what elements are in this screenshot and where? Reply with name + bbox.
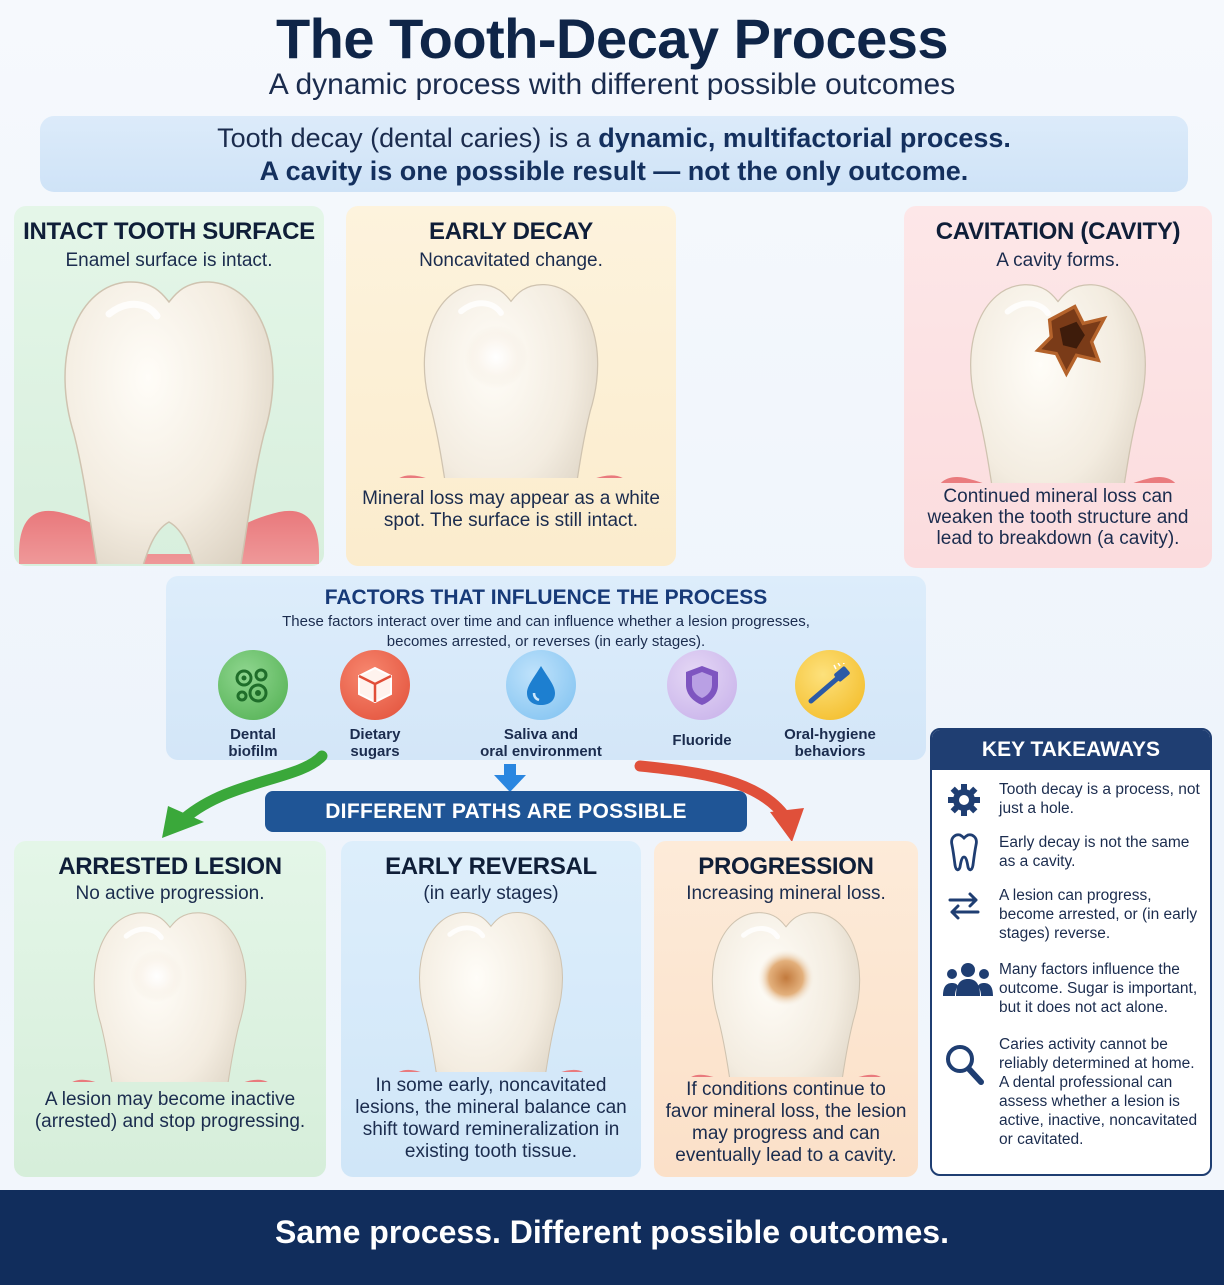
- stage-card-cavitation: CAVITATION (CAVITY) A cavity forms. Cont…: [904, 206, 1212, 568]
- takeaway-text: A lesion can progress, become arrested, …: [999, 887, 1198, 942]
- takeaway-text: Caries activity cannot be reliably deter…: [999, 1036, 1198, 1148]
- outcome-title: PROGRESSION: [698, 853, 874, 880]
- factor-label: Dietary: [349, 726, 401, 743]
- cavity-tooth-icon: [932, 278, 1184, 483]
- stage-subtitle: Enamel surface is intact.: [65, 250, 273, 271]
- biofilm-icon: [218, 650, 288, 720]
- stage-description: Continued mineral loss can weaken the to…: [927, 486, 1189, 549]
- factor-label: behaviors: [794, 743, 866, 760]
- factors-panel: FACTORS THAT INFLUENCE THE PROCESS These…: [166, 576, 926, 760]
- intro-emphasis: dynamic, multifactorial process.: [598, 123, 1011, 153]
- takeaway-text: Early decay is not the same as a cavity.: [999, 834, 1190, 870]
- factor-dental-biofilm: Dental biofilm: [183, 650, 323, 760]
- blue-arrow-shaft: [504, 764, 516, 776]
- stage-card-early-decay: EARLY DECAY Noncavitated change. Mineral…: [346, 206, 676, 566]
- water-drop-icon: [506, 650, 576, 720]
- factor-dietary-sugars: Dietary sugars: [305, 650, 445, 760]
- outcome-card-progression: PROGRESSION Increasing mineral loss. If …: [654, 841, 918, 1177]
- gear-icon: [942, 782, 986, 823]
- stage-title: INTACT TOOTH SURFACE: [23, 218, 315, 245]
- outcome-subtitle: (in early stages): [423, 883, 559, 904]
- swap-arrows-icon: [942, 890, 986, 927]
- takeaway-text: Tooth decay is a process, not just a hol…: [999, 781, 1200, 817]
- shield-icon: [667, 650, 737, 720]
- remineralized-tooth-icon: [386, 907, 596, 1072]
- factors-title: FACTORS THAT INFLUENCE THE PROCESS: [324, 586, 768, 609]
- stage-subtitle: A cavity forms.: [996, 250, 1120, 271]
- footer-banner: Same process. Different possible outcome…: [0, 1190, 1224, 1285]
- takeaways-title: KEY TAKEAWAYS: [932, 730, 1210, 770]
- progressing-lesion-tooth-icon: [674, 907, 898, 1077]
- green-arrow-head: [162, 806, 204, 838]
- outcome-card-arrested: ARRESTED LESION No active progression. A…: [14, 841, 326, 1177]
- stage-title: CAVITATION (CAVITY): [935, 218, 1181, 245]
- factor-label: Fluoride: [672, 732, 732, 749]
- factor-fluoride: Fluoride: [632, 650, 772, 749]
- factor-label: Saliva and: [503, 726, 579, 743]
- outcome-title: EARLY REVERSAL: [385, 853, 597, 880]
- outcome-description: In some early, noncavitated lesions, the…: [355, 1075, 627, 1162]
- factor-label: oral environment: [480, 743, 602, 760]
- blue-arrow-head: [494, 775, 526, 792]
- outcome-subtitle: Increasing mineral loss.: [686, 883, 886, 904]
- outcome-subtitle: No active progression.: [75, 883, 265, 904]
- stage-subtitle: Noncavitated change.: [419, 250, 603, 271]
- white-spot-tooth-icon: [386, 278, 636, 478]
- page-title: The Tooth-Decay Process: [275, 7, 949, 70]
- intro-line-2: A cavity is one possible result — not th…: [259, 156, 969, 186]
- page-subtitle: A dynamic process with different possibl…: [268, 68, 956, 101]
- outcome-description: If conditions continue to favor mineral …: [665, 1079, 907, 1166]
- magnifier-icon: [942, 1043, 986, 1090]
- takeaway-text: Many factors influence the outcome. Suga…: [999, 961, 1198, 1016]
- paths-banner: DIFFERENT PATHS ARE POSSIBLE: [265, 791, 747, 832]
- outcome-title: ARRESTED LESION: [58, 853, 282, 880]
- tooth-icon: [942, 833, 986, 878]
- outcome-card-reversal: EARLY REVERSAL (in early stages) In some…: [341, 841, 641, 1177]
- key-takeaways-panel: KEY TAKEAWAYS Tooth decay is a process, …: [930, 728, 1212, 1176]
- sugar-cube-icon: [340, 650, 410, 720]
- stage-description: Mineral loss may appear as a white spot.…: [362, 488, 660, 531]
- factor-label: sugars: [350, 743, 400, 760]
- factor-saliva: Saliva and oral environment: [471, 650, 611, 760]
- factor-oral-hygiene: Oral-hygiene behaviors: [760, 650, 900, 760]
- toothbrush-icon: [795, 650, 865, 720]
- intro-banner: Tooth decay (dental caries) is a dynamic…: [40, 116, 1188, 192]
- factors-subtitle-2: becomes arrested, or reverses (in early …: [386, 633, 706, 650]
- factor-label: Dental: [230, 726, 276, 743]
- factor-label: Oral-hygiene: [784, 726, 876, 743]
- stage-title: EARLY DECAY: [429, 218, 593, 245]
- factor-label: biofilm: [228, 743, 278, 760]
- stage-card-intact: INTACT TOOTH SURFACE Enamel surface is i…: [14, 206, 324, 566]
- red-arrow-head: [770, 808, 804, 842]
- intro-text: Tooth decay (dental caries) is a: [217, 123, 599, 153]
- healthy-tooth-icon: [19, 274, 319, 564]
- arrested-lesion-tooth-icon: [60, 907, 280, 1082]
- people-icon: [942, 962, 993, 1003]
- factors-subtitle-1: These factors interact over time and can…: [282, 613, 810, 630]
- outcome-description: A lesion may become inactive (arrested) …: [34, 1089, 306, 1132]
